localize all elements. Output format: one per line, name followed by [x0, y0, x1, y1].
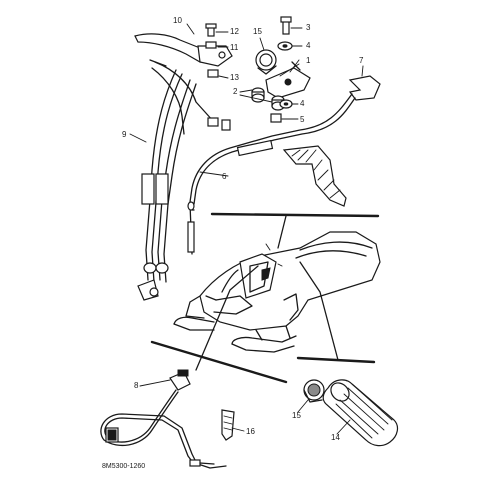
label-10: 10 — [173, 16, 182, 25]
nut — [270, 113, 282, 123]
throttle-cable — [187, 93, 356, 255]
label-15b: 15 — [292, 411, 301, 420]
lever-bolt — [205, 23, 217, 37]
cable-holder — [348, 75, 381, 101]
label-4b: 4 — [300, 99, 305, 108]
label-14: 14 — [331, 433, 340, 442]
label-3: 3 — [306, 23, 311, 32]
mount-bolt — [280, 16, 292, 35]
part-labels: 1 2 3 4 4 5 6 7 8 9 10 11 12 13 14 15 15… — [102, 16, 364, 470]
label-13: 13 — [230, 73, 239, 82]
grip-collar-bottom — [303, 379, 325, 403]
handlebar — [282, 145, 347, 207]
snowmobile — [173, 231, 381, 353]
label-8: 8 — [134, 381, 139, 390]
label-16: 16 — [246, 427, 255, 436]
grip — [322, 379, 399, 447]
grip-collar-top — [255, 49, 277, 75]
label-1: 1 — [306, 56, 311, 65]
label-9: 9 — [122, 130, 127, 139]
label-11: 11 — [230, 43, 239, 52]
drawing-code: 8M5300-1260 — [102, 463, 145, 470]
label-4a: 4 — [306, 41, 311, 50]
brake-lever — [134, 33, 233, 67]
throttle-bracket — [265, 61, 311, 99]
label-5: 5 — [300, 115, 305, 124]
clip — [221, 409, 235, 441]
starter-cable — [100, 369, 227, 469]
label-2: 2 — [233, 87, 238, 96]
label-7: 7 — [359, 56, 364, 65]
washer — [277, 41, 293, 51]
lever-nut — [205, 41, 217, 49]
label-leaders — [129, 23, 364, 435]
cable-nut — [207, 69, 219, 78]
washer-lower — [279, 99, 293, 109]
label-12: 12 — [230, 27, 239, 36]
brake-cable — [137, 59, 231, 301]
label-6: 6 — [222, 172, 227, 181]
label-15a: 15 — [253, 27, 262, 36]
leader-lines — [150, 212, 380, 384]
